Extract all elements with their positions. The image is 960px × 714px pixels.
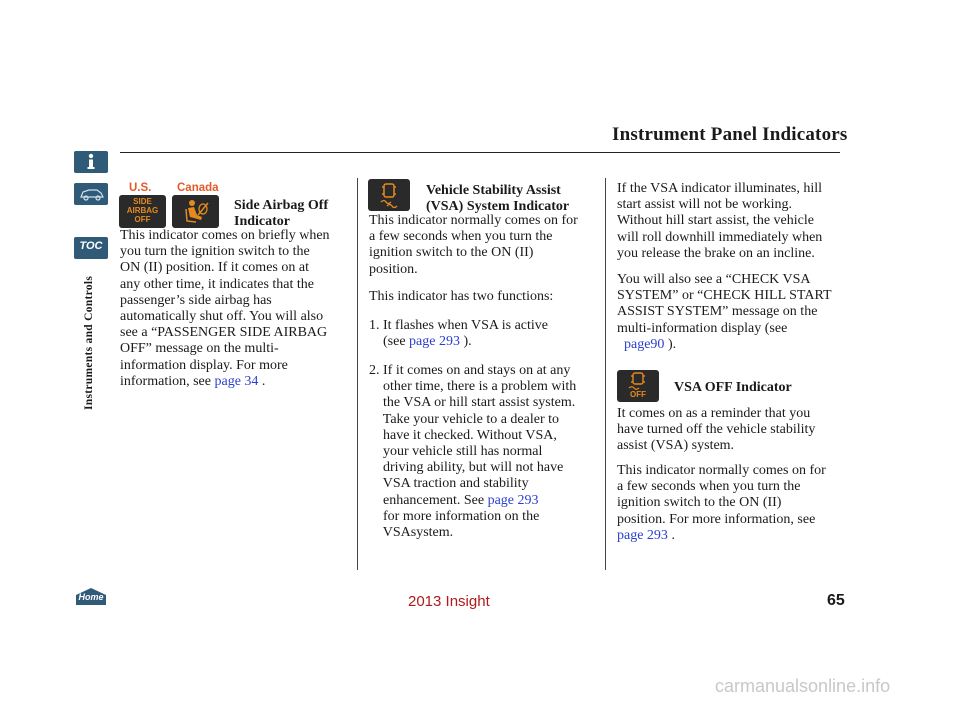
vsa-skid-icon	[380, 183, 398, 209]
column-divider-1	[357, 178, 358, 570]
vsa-item-2: 2. If it comes on and stays on at any ot…	[369, 363, 577, 541]
page-34-link[interactable]: page 34	[214, 373, 259, 389]
vsa-indicator	[368, 179, 410, 211]
toc-label: TOC	[79, 240, 103, 252]
vsa-item-1: 1. It flashes when VSA is active (see pa…	[369, 318, 548, 350]
column-divider-2	[605, 178, 606, 570]
page-number: 65	[827, 592, 845, 609]
vehicle-tab[interactable]	[74, 183, 108, 205]
airbag-off-text-icon: SIDE AIRBAG OFF	[126, 197, 159, 224]
vsa-off-indicator: OFF	[617, 370, 659, 402]
home-button[interactable]: Home	[74, 587, 108, 606]
vsa-off-label: OFF	[630, 390, 646, 399]
side-airbag-body: This indicator comes on briefly when you…	[120, 228, 330, 389]
page-293-link-2[interactable]: page 293	[487, 492, 539, 508]
info-icon	[87, 153, 95, 169]
vsa-off-heading: VSA OFF Indicator	[674, 380, 792, 395]
vsa-off-paragraph-2: This indicator normally comes on for a f…	[617, 463, 826, 543]
home-tab-icon	[76, 588, 106, 605]
vsa-off-paragraph-1: It comes on as a reminder that you have …	[617, 406, 816, 454]
toc-tab[interactable]: TOC	[74, 237, 108, 259]
car-icon	[80, 189, 104, 201]
airbag-off-us-indicator: SIDE AIRBAG OFF	[119, 195, 166, 228]
home-label: Home	[78, 592, 104, 602]
page-title: Instrument Panel Indicators	[612, 124, 848, 145]
vsa-paragraph-2: This indicator has two functions:	[369, 289, 554, 304]
page-293-link-3[interactable]: page 293	[617, 527, 668, 543]
vsa-paragraph-1: This indicator normally comes on for a f…	[369, 213, 578, 277]
vsa-off-icon	[628, 372, 645, 390]
page-90-link[interactable]: page90	[624, 336, 665, 352]
vsa-heading: Vehicle Stability Assist (VSA) System In…	[426, 183, 570, 214]
heading-rule	[120, 152, 840, 153]
info-tab[interactable]	[74, 151, 108, 173]
watermark: carmanualsonline.info	[715, 676, 891, 696]
hill-start-paragraph: If the VSA indicator illuminates, hill s…	[617, 181, 823, 261]
passenger-airbag-off-icon	[185, 200, 209, 223]
us-label: U.S.	[129, 182, 152, 194]
side-airbag-heading: Side Airbag Off Indicator	[234, 198, 329, 229]
airbag-off-canada-indicator	[172, 195, 219, 228]
check-vsa-paragraph: You will also see a “CHECK VSA SYSTEM” o…	[617, 272, 832, 352]
section-label: Instruments and Controls	[83, 275, 95, 410]
canada-label: Canada	[177, 182, 219, 194]
page-293-link-1[interactable]: page 293	[409, 334, 460, 350]
book-title: 2013 Insight	[408, 593, 490, 610]
